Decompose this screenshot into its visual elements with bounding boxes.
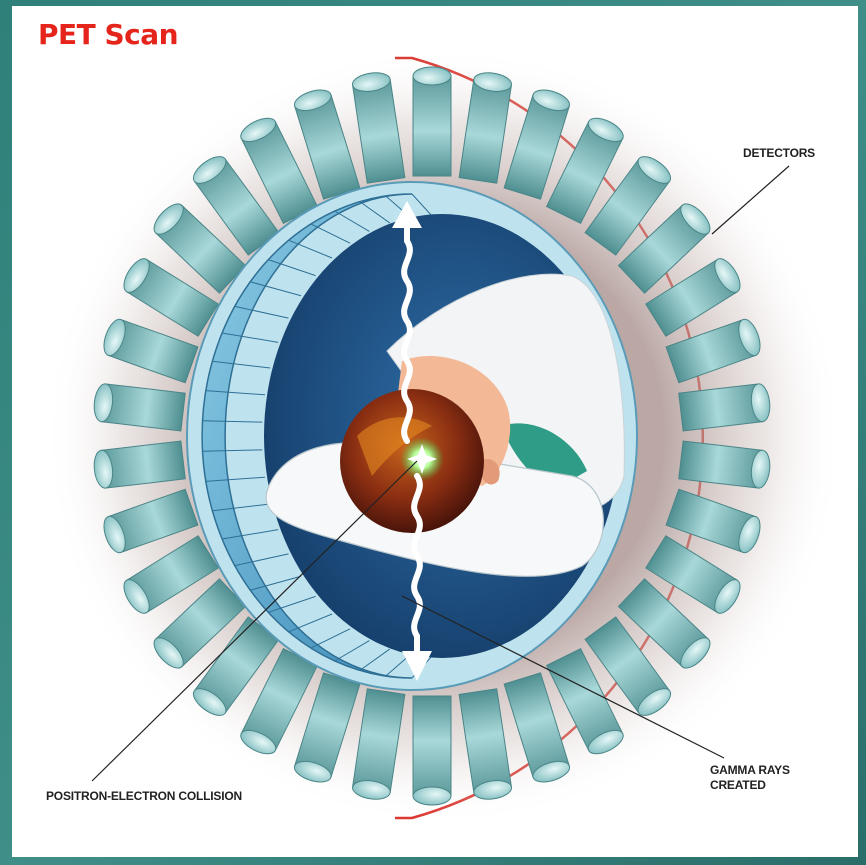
detector-cylinder (413, 696, 451, 805)
gamma-rays-label: GAMMA RAYS CREATED (710, 763, 830, 793)
diagram-frame: PET Scan (12, 6, 858, 857)
detector-cylinder (413, 67, 451, 176)
detectors-label: DETECTORS (743, 146, 815, 161)
pet-scanner-illustration (12, 6, 858, 857)
positron-collision-label: POSITRON-ELECTRON COLLISION (46, 789, 266, 804)
